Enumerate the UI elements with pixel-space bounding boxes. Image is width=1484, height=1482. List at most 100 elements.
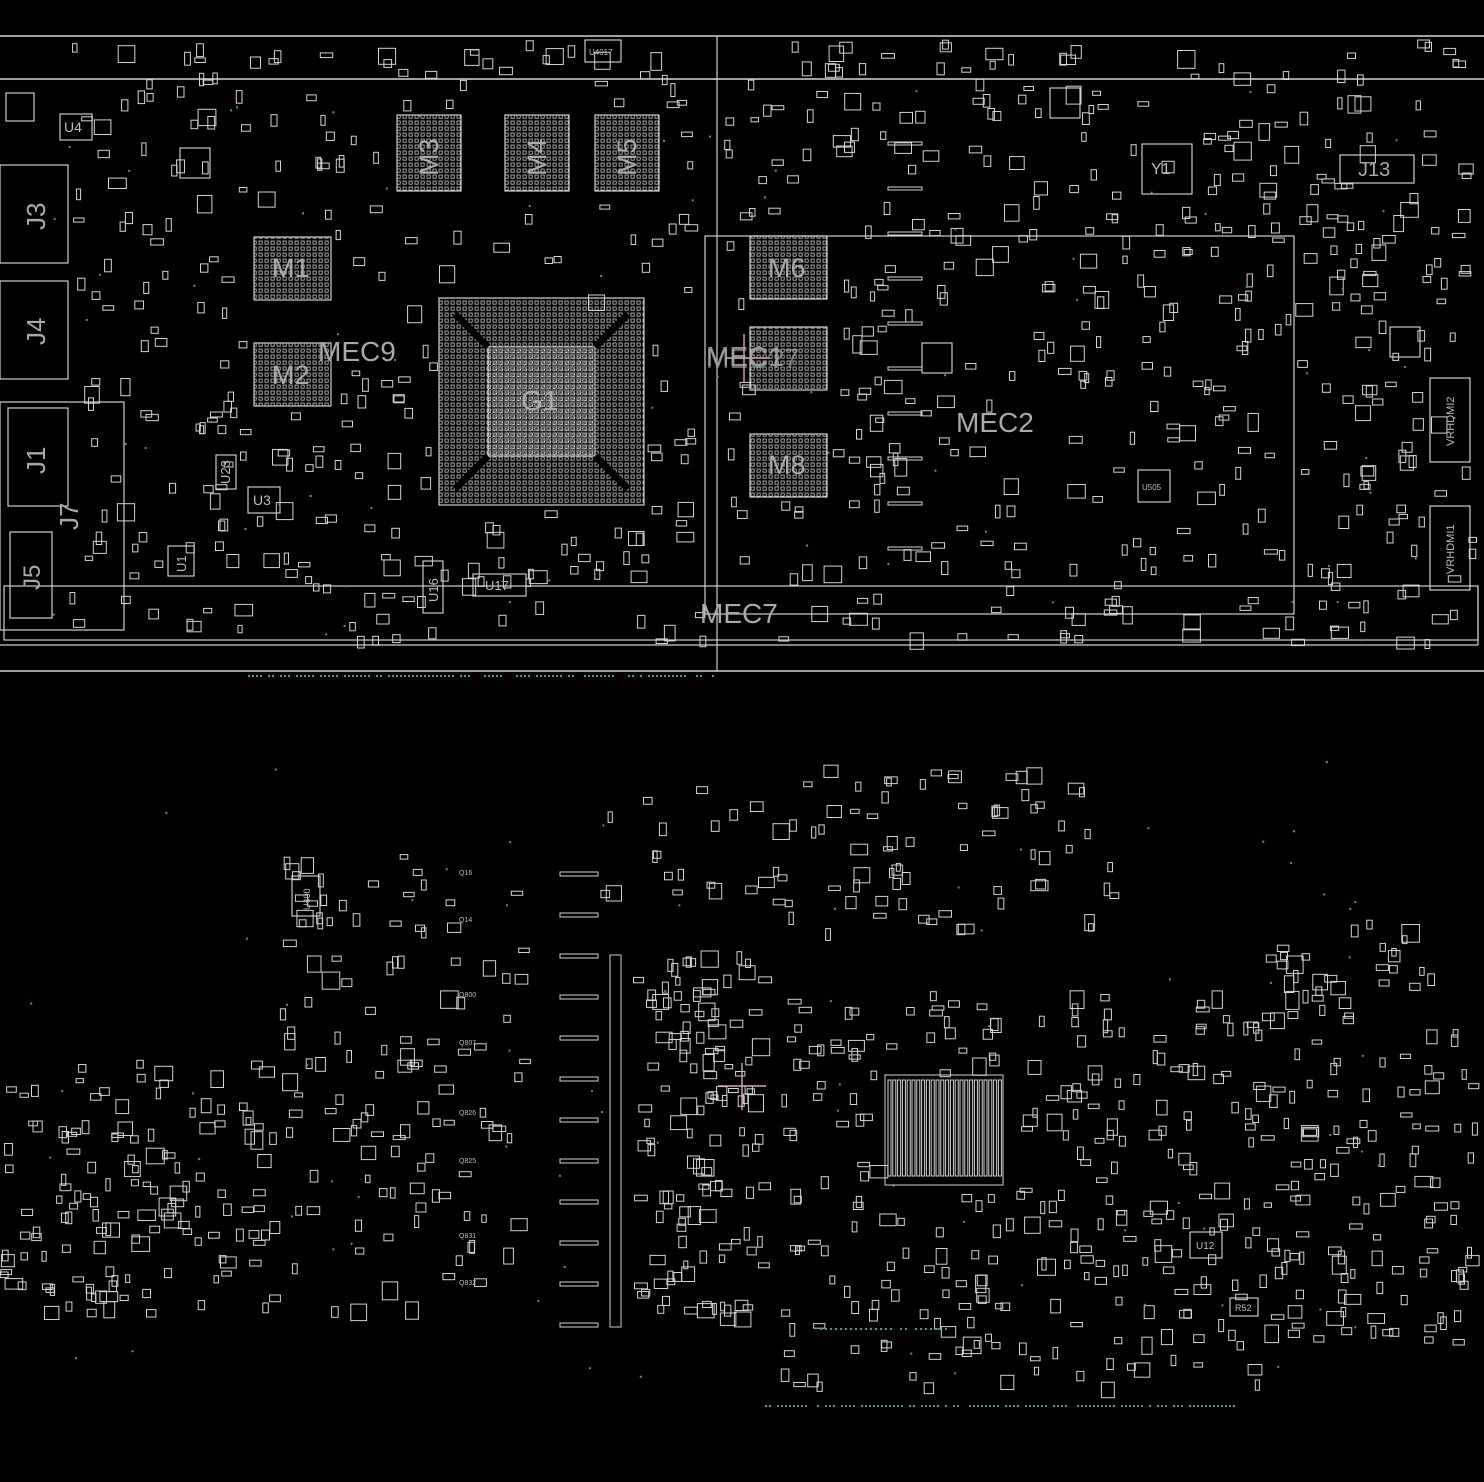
component-pad[interactable] [74, 1190, 82, 1203]
component-pad[interactable] [154, 338, 168, 347]
ic-pin[interactable] [911, 1079, 916, 1177]
component-pad[interactable] [677, 868, 684, 881]
component-pad[interactable] [711, 1302, 717, 1315]
component-pad[interactable] [745, 958, 751, 969]
component-pad[interactable] [922, 150, 940, 162]
component-pad[interactable] [884, 776, 898, 785]
component-pad[interactable] [802, 564, 813, 582]
component-pad[interactable] [398, 68, 409, 77]
component-pad[interactable] [1106, 1118, 1118, 1136]
component-pad[interactable] [1071, 613, 1086, 626]
trace-pad[interactable] [887, 186, 923, 191]
component-pad[interactable] [1468, 1083, 1480, 1090]
trace-pad[interactable] [559, 1199, 599, 1205]
component-pad[interactable] [1115, 1296, 1123, 1306]
component-pad[interactable] [1449, 332, 1456, 342]
component-pad[interactable] [578, 553, 591, 563]
component-pad[interactable] [1245, 328, 1252, 343]
component-pad[interactable] [286, 1127, 294, 1138]
component-pad[interactable] [1214, 1182, 1231, 1200]
component-pad[interactable] [414, 1215, 420, 1228]
component-pad[interactable] [1355, 405, 1371, 422]
component-pad[interactable] [1233, 141, 1252, 161]
component-pad[interactable] [1235, 307, 1241, 321]
component-pad[interactable] [1155, 224, 1164, 236]
component-pad[interactable] [1170, 1354, 1177, 1367]
component-pad[interactable] [1433, 1072, 1445, 1080]
component-pad[interactable] [1176, 527, 1191, 535]
component-pad[interactable] [378, 1188, 388, 1198]
component-pad[interactable] [743, 1227, 750, 1241]
component-pad[interactable] [866, 456, 882, 468]
component-pad[interactable] [459, 79, 467, 92]
component-pad[interactable] [745, 1186, 754, 1199]
component-pad[interactable] [195, 1172, 205, 1182]
component-pad[interactable] [1000, 1302, 1011, 1311]
component-pad[interactable] [304, 997, 313, 1008]
component-pad[interactable] [66, 1148, 81, 1155]
component-pad[interactable] [886, 777, 892, 787]
component-pad[interactable] [1190, 73, 1200, 80]
component-pad[interactable] [938, 910, 953, 918]
component-pad[interactable] [1227, 1022, 1234, 1037]
component-pad[interactable] [947, 774, 959, 780]
component-pad[interactable] [165, 218, 172, 232]
component-pad[interactable] [405, 1301, 419, 1320]
component-pad[interactable] [1081, 132, 1087, 142]
component-pad[interactable] [218, 520, 226, 531]
component-pad[interactable] [1048, 1220, 1063, 1228]
component-pad[interactable] [1127, 1363, 1136, 1371]
component-pad[interactable] [866, 813, 879, 820]
component-pad[interactable] [647, 1062, 660, 1071]
component-pad[interactable] [254, 1123, 264, 1131]
chip-mec-square[interactable] [921, 342, 953, 374]
component-pad[interactable] [111, 1275, 119, 1287]
component-pad[interactable] [427, 1038, 440, 1046]
trace-pad[interactable] [559, 1076, 599, 1082]
component-pad[interactable] [939, 1069, 951, 1078]
trace-pad[interactable] [559, 1281, 599, 1287]
component-pad[interactable] [727, 448, 735, 461]
component-pad[interactable] [438, 1191, 452, 1200]
component-pad[interactable] [391, 527, 400, 539]
component-pad[interactable] [630, 234, 637, 245]
component-pad[interactable] [248, 1230, 260, 1239]
component-pad[interactable] [613, 98, 625, 108]
component-pad[interactable] [634, 1282, 648, 1290]
component-pad[interactable] [790, 1188, 802, 1205]
component-pad[interactable] [1004, 204, 1020, 222]
component-pad[interactable] [1005, 1218, 1014, 1232]
component-pad[interactable] [1199, 1193, 1212, 1200]
component-pad[interactable] [1454, 1123, 1462, 1133]
component-pad[interactable] [1151, 1218, 1163, 1225]
component-pad[interactable] [931, 1005, 945, 1011]
component-pad[interactable] [1069, 563, 1078, 577]
component-pad[interactable] [850, 286, 857, 299]
component-pad[interactable] [1422, 154, 1437, 166]
trace-pad[interactable] [559, 1158, 599, 1164]
component-pad[interactable] [649, 1254, 666, 1266]
component-pad[interactable] [992, 807, 1009, 819]
component-pad[interactable] [1162, 1266, 1175, 1275]
component-pad[interactable] [687, 1206, 702, 1225]
component-pad[interactable] [675, 977, 681, 986]
component-pad[interactable] [1060, 630, 1068, 644]
component-pad[interactable] [477, 576, 485, 587]
component-pad[interactable] [789, 1129, 798, 1142]
component-pad[interactable] [174, 1162, 181, 1174]
component-pad[interactable] [1285, 314, 1292, 326]
component-pad[interactable] [239, 429, 252, 436]
component-pad[interactable] [683, 1260, 689, 1270]
component-pad[interactable] [873, 593, 882, 605]
component-pad[interactable] [1290, 1161, 1302, 1168]
component-pad[interactable] [1193, 1362, 1204, 1368]
component-pad[interactable] [897, 1217, 905, 1226]
component-pad[interactable] [1379, 942, 1386, 952]
trace-pad[interactable] [887, 321, 923, 326]
component-pad[interactable] [1343, 473, 1350, 488]
component-pad[interactable] [544, 257, 554, 264]
component-pad[interactable] [1349, 1223, 1363, 1230]
component-pad[interactable] [1097, 1218, 1104, 1231]
component-pad[interactable] [667, 958, 674, 972]
component-pad[interactable] [1419, 967, 1425, 976]
